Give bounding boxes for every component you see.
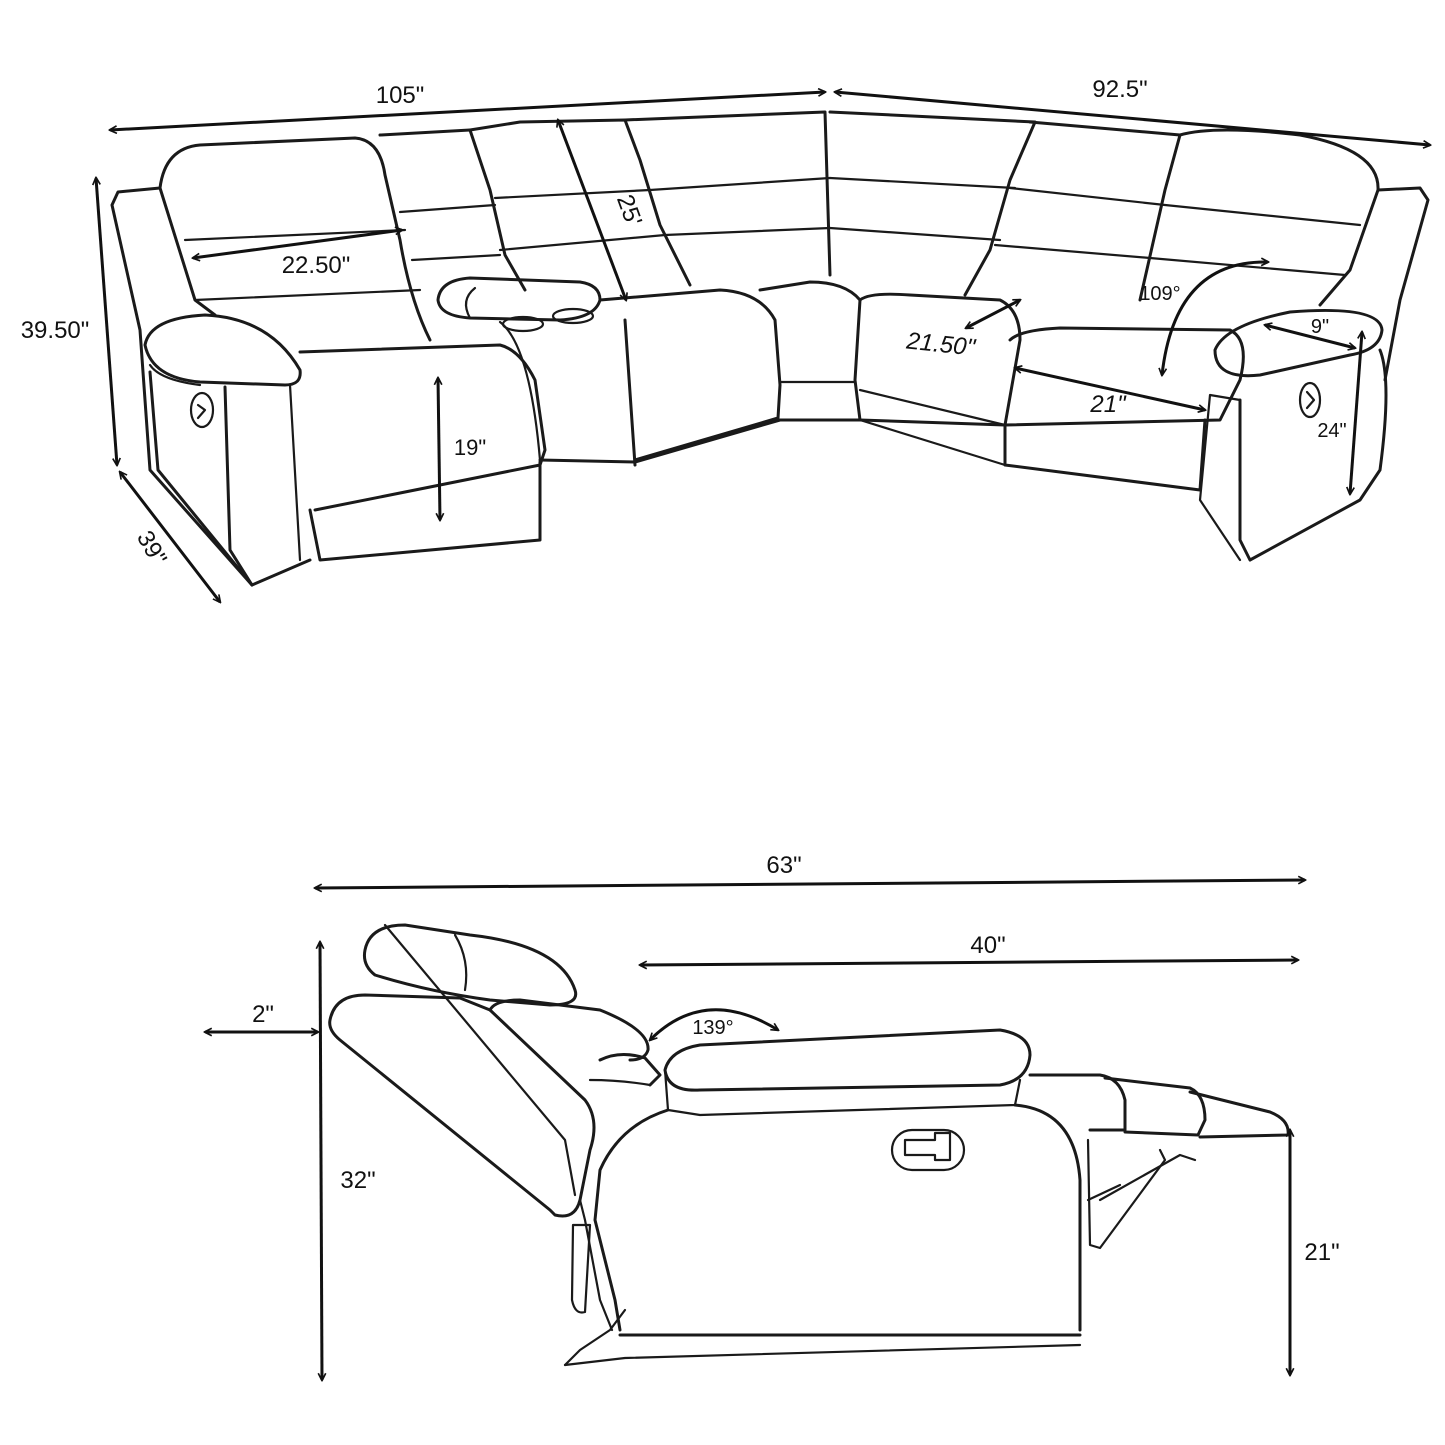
seat-width-corner-arrow [966,298,1020,330]
arm-width-arrow [1265,325,1355,348]
footrest-height-label: 21" [1304,1239,1339,1266]
arm-height-arrow [1350,332,1362,494]
seat-height-label: 19" [454,435,486,460]
seat-width-left-label: 22.50" [282,252,351,279]
seat-to-foot-arrow [640,960,1298,965]
recline-angle-arc [1162,262,1268,375]
recliner-height-label: 32" [340,1167,375,1194]
recline-angle-arc-139 [650,1008,778,1040]
height-arrow [96,178,117,465]
recliner-illustration [328,923,1290,1367]
overall-length-arrow [315,880,1305,888]
sectional-dimension-lines [96,92,1430,602]
arm-width-label: 9" [1311,316,1329,338]
overall-length-label: 63" [766,852,801,879]
back-height-arrow [558,120,626,300]
wall-clearance-label: 2" [252,1001,274,1028]
depth-arrow [120,472,220,602]
right-width-label: 92.5" [1092,76,1147,103]
seat-height-arrow [438,378,440,520]
seat-width-left-arrow [193,230,402,258]
height-label: 39.50" [21,317,90,344]
right-width-arrow [835,92,1430,145]
left-width-label: 105" [376,82,425,109]
seat-width-right-arrow [1015,368,1205,410]
recliner-labels: 63" 40" 2" 32" 21" 139° [252,852,1340,1266]
recliner-height-arrow [320,942,322,1380]
seat-to-foot-label: 40" [970,932,1005,959]
recliner-dimension-lines [205,880,1305,1380]
sectional-sofa-illustration [110,110,1430,587]
seat-width-corner-label: 21.50" [904,327,977,361]
recline-angle-139-label: 139° [692,1017,733,1039]
seat-width-right-label: 21" [1089,391,1127,418]
sectional-labels: 105" 92.5" 39.50" 39" 25' 22.50" 19" 21.… [21,76,1347,570]
arm-height-label: 24" [1317,420,1346,442]
recline-angle-label: 109° [1139,283,1180,305]
left-width-arrow [110,92,825,130]
back-height-label: 25' [611,191,647,230]
